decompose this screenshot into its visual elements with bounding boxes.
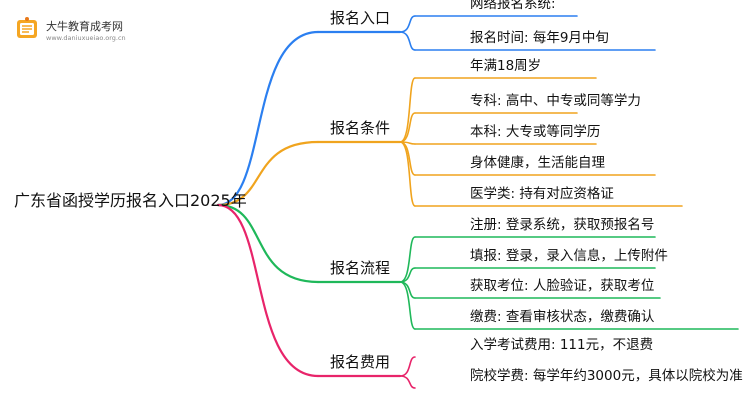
branch-connector-3 [216, 203, 320, 284]
branch-label-1[interactable]: 报名入口 [330, 9, 391, 27]
site-logo[interactable]: 大牛教育成考网 www.daniuxueiao.org.cn [14, 14, 134, 48]
connector-lines [216, 15, 739, 389]
branch-connector-4 [216, 203, 320, 378]
leaf-label-2-1[interactable]: 年满18周岁 [470, 58, 542, 74]
branch-label-2[interactable]: 报名条件 [330, 119, 391, 137]
leaf-label-2-5[interactable]: 医学类: 持有对应资格证 [470, 186, 614, 202]
logo-title: 大牛教育成考网 [46, 20, 123, 33]
leaf-label-1-1[interactable]: 网络报名系统: [470, 0, 556, 12]
leaf-label-3-3[interactable]: 获取考位: 人脸验证，获取考位 [470, 278, 655, 294]
leaf-connector-3-1 [399, 236, 416, 283]
leaf-label-1-2[interactable]: 报名时间: 每年9月中旬 [470, 30, 609, 46]
leaf-label-3-2[interactable]: 填报: 登录，录入信息，上传附件 [470, 248, 668, 264]
leaf-connector-1-2 [399, 31, 416, 51]
branch-label-3[interactable]: 报名流程 [330, 259, 391, 277]
leaf-connector-4-2 [399, 375, 416, 389]
leaf-connector-1-1 [399, 15, 416, 33]
leaf-label-3-1[interactable]: 注册: 登录系统，获取预报名号 [470, 217, 655, 233]
leaf-connector-2-2 [399, 112, 416, 143]
branch-label-4[interactable]: 报名费用 [330, 353, 391, 371]
leaf-connector-4-1 [399, 356, 416, 377]
logo-url: www.daniuxueiao.org.cn [46, 34, 126, 42]
leaf-label-3-4[interactable]: 缴费: 查看审核状态，缴费确认 [470, 309, 655, 325]
leaf-label-4-2[interactable]: 院校学费: 每学年约3000元，具体以院校为准 [470, 368, 743, 384]
leaf-label-2-2[interactable]: 专科: 高中、中专或同等学力 [470, 93, 641, 109]
branch-connector-2 [216, 140, 320, 207]
leaf-label-2-3[interactable]: 本科: 大专或等同学历 [470, 124, 601, 140]
leaf-connector-2-1 [399, 77, 416, 143]
leaf-label-4-1[interactable]: 入学考试费用: 111元，不退费 [470, 337, 654, 353]
leaf-connector-2-5 [399, 141, 416, 207]
leaf-label-2-4[interactable]: 身体健康，生活能自理 [470, 155, 605, 171]
branch-connector-1 [216, 30, 320, 207]
book-logo-icon [17, 17, 37, 38]
root-topic[interactable]: 广东省函授学历报名入口2025年 [14, 191, 247, 210]
leaf-connector-3-4 [399, 281, 416, 330]
